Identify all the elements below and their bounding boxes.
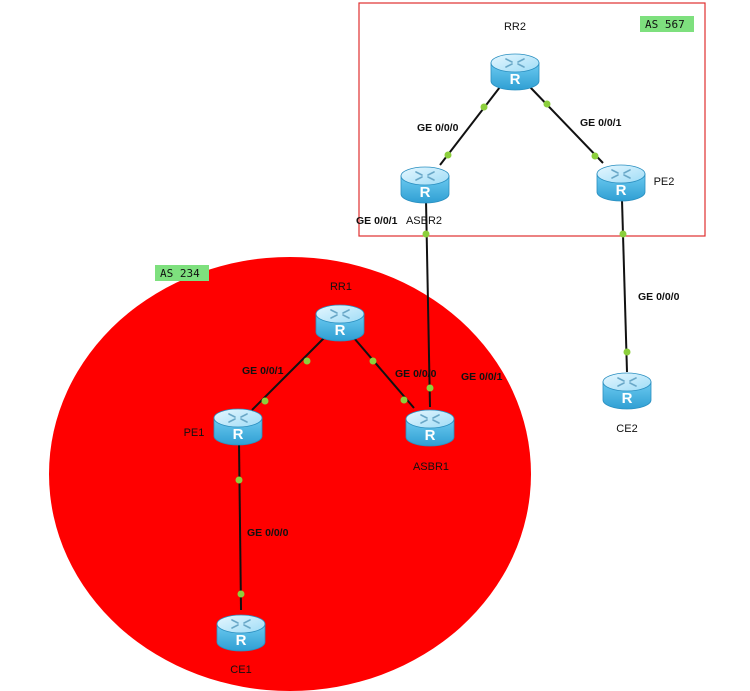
router-icon: [602, 372, 652, 410]
router-icon: [400, 166, 450, 204]
port-dot: [400, 396, 408, 404]
router-icon: [596, 164, 646, 202]
port-label-rr2-pe2: GE 0/0/1: [580, 117, 622, 129]
router-pe1[interactable]: PE1: [184, 408, 263, 446]
router-asbr2[interactable]: ASBR2: [400, 166, 450, 227]
router-pe2[interactable]: PE2: [596, 164, 675, 202]
pe2-label: PE2: [654, 176, 675, 188]
router-ce1[interactable]: CE1: [216, 614, 266, 676]
port-dot: [619, 230, 627, 238]
port-dot: [623, 348, 631, 356]
as567-area: [358, 2, 706, 237]
port-dot: [591, 152, 599, 160]
port-dot: [426, 384, 434, 392]
port-dot: [237, 590, 245, 598]
port-dot: [422, 230, 430, 238]
as567-tag: [640, 16, 694, 32]
link-rr2-pe2: [529, 86, 604, 164]
rr2-label: RR2: [504, 21, 526, 33]
router-rr1[interactable]: RR1: [315, 281, 365, 342]
router-icon: [490, 53, 540, 91]
as234-label: AS 234: [160, 267, 200, 280]
asbr1-label: ASBR1: [413, 461, 449, 473]
port-dot: [261, 397, 269, 405]
link-rr1-asbr1: [353, 337, 415, 409]
port-label-asbr2-asbr1: GE 0/0/1: [356, 215, 398, 227]
link-pe1-ce1: [238, 441, 242, 611]
port-dot: [444, 151, 452, 159]
router-icon: [213, 408, 263, 446]
port-label-rr1-asbr1: GE 0/0/0: [395, 368, 437, 380]
router-asbr1[interactable]: ASBR1: [405, 409, 455, 473]
port-label-pe1-ce1: GE 0/0/0: [247, 527, 289, 539]
port-dot: [303, 357, 311, 365]
rr1-label: RR1: [330, 281, 352, 293]
router-icon: [405, 409, 455, 447]
as567-label: AS 567: [645, 18, 685, 31]
router-icon: [216, 614, 266, 652]
router-ce2[interactable]: CE2: [602, 372, 652, 435]
port-dot: [369, 357, 377, 365]
port-dot: [235, 476, 243, 484]
port-dot: [543, 100, 551, 108]
port-label-rr1-pe1: GE 0/0/1: [242, 365, 284, 377]
port-label-asbr1-asbr2: GE 0/0/1: [461, 371, 503, 383]
link-pe2-ce2: [621, 199, 628, 373]
port-dots: [235, 100, 631, 598]
as234-area: [49, 257, 531, 691]
asbr2-label: ASBR2: [406, 215, 442, 227]
router-icon: [315, 304, 365, 342]
ce2-label: CE2: [616, 423, 637, 435]
link-rr2-asbr2: [439, 86, 501, 166]
ce1-label: CE1: [230, 664, 251, 676]
links: [238, 86, 628, 611]
pe1-label: PE1: [184, 427, 205, 439]
as234-tag: [155, 265, 209, 281]
port-label-rr2-asbr2: GE 0/0/0: [417, 122, 459, 134]
port-label-pe2-ce2: GE 0/0/0: [638, 291, 680, 303]
port-dot: [480, 103, 488, 111]
router-rr2[interactable]: RR2: [490, 21, 540, 91]
